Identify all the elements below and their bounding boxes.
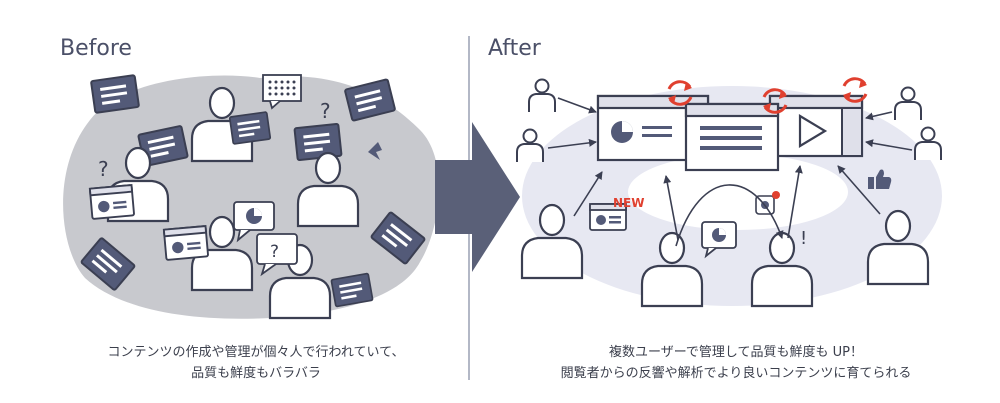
person-after-top-right [894,86,922,121]
held-card-4 [330,272,374,308]
person-after-mid-left [516,128,544,163]
flow-arrows [547,97,913,247]
person-after-mid-right [914,126,942,161]
floating-card-1 [89,74,141,114]
content-window-center [684,102,780,172]
before-caption: コンテンツの作成や管理が個々人で行われていて、 品質も鮮度もバラバラ [36,342,476,384]
after-title: After [488,36,541,61]
dotted-chat-icon [262,74,302,110]
after-caption-line-1: 複数ユーザーで管理して品質も鮮度も UP！ [608,345,864,360]
transition-arrow [435,122,520,272]
pie-chat-bubble-after [701,221,737,259]
new-badge: NEW [613,196,644,210]
before-caption-line-2: 品質も鮮度もバラバラ [191,366,321,381]
thumbs-up-icon [868,169,892,189]
held-card-1 [228,111,272,145]
question-chat-bubble [256,233,298,277]
person-after-top-left [528,78,556,113]
before-title: Before [60,36,132,61]
question-mark-2: ? [98,157,109,181]
pin-icon [368,142,382,160]
pie-chat-bubble [233,201,275,243]
exclaim-mark: ! [800,228,807,249]
after-caption: 複数ユーザーで管理して品質も鮮度も UP！ 閲覧者からの反響や解析でより良いコン… [516,342,956,384]
new-content-card [589,203,627,231]
held-card-3 [162,225,210,261]
content-window-right [768,94,864,158]
question-mark-1: ? [320,99,331,123]
after-caption-line-2: 閲覧者からの反響や解析でより良いコンテンツに育てられる [560,366,912,381]
held-card-2 [88,184,136,220]
question-mark-3: ? [270,242,279,262]
before-caption-line-1: コンテンツの作成や管理が個々人で行われていて、 [107,345,405,360]
